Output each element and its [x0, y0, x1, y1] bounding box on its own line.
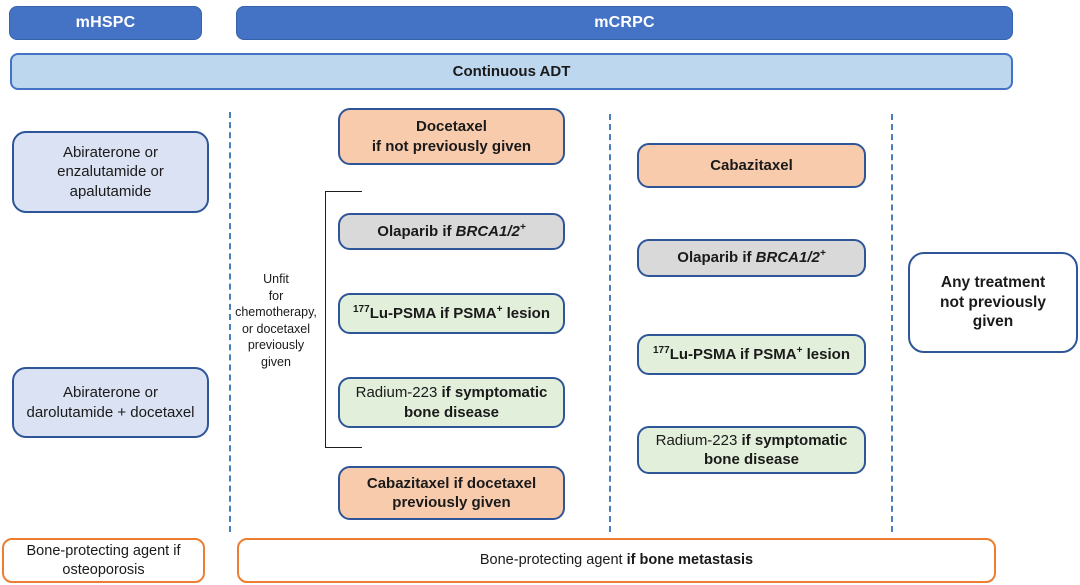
superscript: +: [519, 221, 526, 233]
column-separator-2: [609, 114, 611, 532]
line: previously: [247, 338, 305, 352]
box-label: Abiraterone or darolutamide + docetaxel: [26, 383, 194, 421]
box-radium-second-line: Radium-223 if symptomatic bone disease: [637, 426, 866, 474]
bracket: [325, 191, 362, 448]
gene-text: BRCA1/2: [455, 222, 520, 240]
line: Bone-protecting agent if: [26, 543, 181, 560]
box-label: Cabazitaxel if docetaxel previously give…: [367, 474, 536, 512]
condition-text: if symptomatic bone disease: [703, 431, 848, 468]
agent-text: Bone-protecting agent: [479, 552, 627, 569]
box-docetaxel: Docetaxel if not previously given: [338, 108, 565, 165]
box-label: Radium-223 if symptomatic bone disease: [350, 383, 553, 421]
suffix-text: lesion: [502, 304, 550, 322]
line: darolutamide + docetaxel: [26, 403, 195, 421]
superscript: +: [496, 303, 503, 315]
box-label: Bone-protecting agent if osteoporosis: [27, 542, 181, 578]
box-lu-psma-first-line: 177Lu-PSMA if PSMA+ lesion: [338, 293, 565, 334]
line: for: [268, 288, 284, 303]
condition-text: if symptomatic bone disease: [403, 384, 548, 421]
drug-text: Olaparib if: [377, 222, 456, 240]
column-separator-1: [229, 112, 231, 532]
box-label: 177Lu-PSMA if PSMA+ lesion: [653, 345, 850, 364]
line: given: [261, 354, 291, 369]
box-cabazitaxel-if-docetaxel: Cabazitaxel if docetaxel previously give…: [338, 466, 565, 520]
line: Unfit: [263, 272, 289, 286]
box-label: Radium-223 if symptomatic bone disease: [649, 431, 854, 469]
line: Cabazitaxel if docetaxel: [366, 474, 537, 492]
drug-text: Lu-PSMA if PSMA: [669, 345, 797, 363]
line: if not previously given: [371, 137, 532, 155]
suffix-text: lesion: [802, 345, 850, 363]
superscript: +: [796, 344, 803, 356]
line: or docetaxel: [241, 321, 311, 336]
box-abiraterone-darolutamide-docetaxel: Abiraterone or darolutamide + docetaxel: [12, 367, 209, 438]
box-lu-psma-second-line: 177Lu-PSMA if PSMA+ lesion: [637, 334, 866, 375]
line: Any treatment: [940, 273, 1046, 291]
box-label: Olaparib if BRCA1/2+: [377, 222, 525, 241]
drug-text: Radium-223: [355, 384, 442, 402]
box-label: Bone-protecting agent if bone metastasis: [480, 551, 753, 569]
line: Abiraterone or: [62, 384, 159, 402]
line: chemotherapy,: [235, 305, 317, 319]
box-olaparib-second-line: Olaparib if BRCA1/2+: [637, 239, 866, 277]
header-mhspc: mHSPC: [9, 6, 202, 40]
box-any-treatment: Any treatment not previously given: [908, 252, 1078, 353]
line: given: [972, 313, 1014, 331]
drug-text: Olaparib if: [677, 249, 756, 267]
line: apalutamide: [69, 182, 152, 200]
box-radium-first-line: Radium-223 if symptomatic bone disease: [338, 377, 565, 428]
box-bone-protecting-metastasis: Bone-protecting agent if bone metastasis: [237, 538, 996, 583]
isotope-superscript: 177: [653, 344, 670, 356]
gene-text: BRCA1/2: [755, 249, 820, 267]
box-label: Olaparib if BRCA1/2+: [677, 248, 825, 267]
column-separator-3: [891, 114, 893, 532]
box-label: Any treatment not previously given: [940, 273, 1046, 332]
box-bone-protecting-osteoporosis: Bone-protecting agent if osteoporosis: [2, 538, 205, 583]
box-olaparib-first-line: Olaparib if BRCA1/2+: [338, 213, 565, 250]
line: osteoporosis: [62, 561, 145, 578]
condition-text: if bone metastasis: [626, 552, 754, 569]
superscript: +: [819, 248, 826, 260]
box-abiraterone-enzalutamide-apalutamide: Abiraterone or enzalutamide or apalutami…: [12, 131, 209, 213]
line: Docetaxel: [416, 118, 487, 136]
box-cabazitaxel: Cabazitaxel: [637, 143, 866, 188]
bracket-note: Unfit for chemotherapy, or docetaxel pre…: [226, 271, 326, 370]
drug-text: Radium-223: [655, 431, 742, 449]
box-label: 177Lu-PSMA if PSMA+ lesion: [353, 304, 550, 323]
line: not previously: [940, 293, 1046, 311]
line: previously given: [392, 494, 511, 511]
header-mcrpc: mCRPC: [236, 6, 1013, 40]
drug-text: Lu-PSMA if PSMA: [369, 304, 497, 322]
isotope-superscript: 177: [353, 303, 370, 315]
box-label: Abiraterone or enzalutamide or apalutami…: [57, 143, 164, 201]
line: enzalutamide or: [57, 163, 164, 181]
continuous-adt-bar: Continuous ADT: [10, 53, 1013, 90]
line: Abiraterone or: [62, 144, 159, 162]
box-label: Docetaxel if not previously given: [372, 117, 531, 155]
